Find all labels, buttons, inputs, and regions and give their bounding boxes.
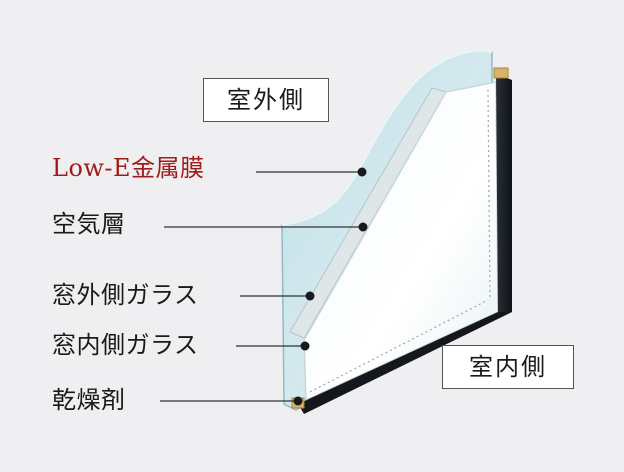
dot-desiccant — [293, 396, 303, 406]
label-desiccant: 乾燥剤 — [52, 386, 126, 414]
seal-dotted-line — [487, 89, 491, 301]
dot-inner-glass — [300, 341, 310, 351]
seal-dotted-line-bottom — [309, 299, 489, 393]
outer-glass-edge — [281, 49, 493, 226]
outdoor-side-box: 室外側 — [203, 78, 329, 122]
dot-air-layer — [358, 222, 368, 232]
indoor-side-box: 室内側 — [442, 345, 574, 389]
label-low-e-metal-film: Low-E金属膜 — [52, 154, 205, 182]
frame-bottom — [298, 312, 512, 414]
frame-right — [496, 74, 512, 316]
label-inner-glass: 窓内側ガラス — [52, 331, 199, 359]
label-air-layer: 空気層 — [52, 210, 126, 238]
leader-lines — [160, 171, 363, 402]
dot-low-e — [357, 167, 367, 177]
dot-outer-glass — [305, 291, 315, 301]
leader-dots — [293, 167, 368, 406]
desiccant-spacer-top — [493, 67, 509, 79]
label-outer-glass: 窓外側ガラス — [52, 281, 199, 309]
